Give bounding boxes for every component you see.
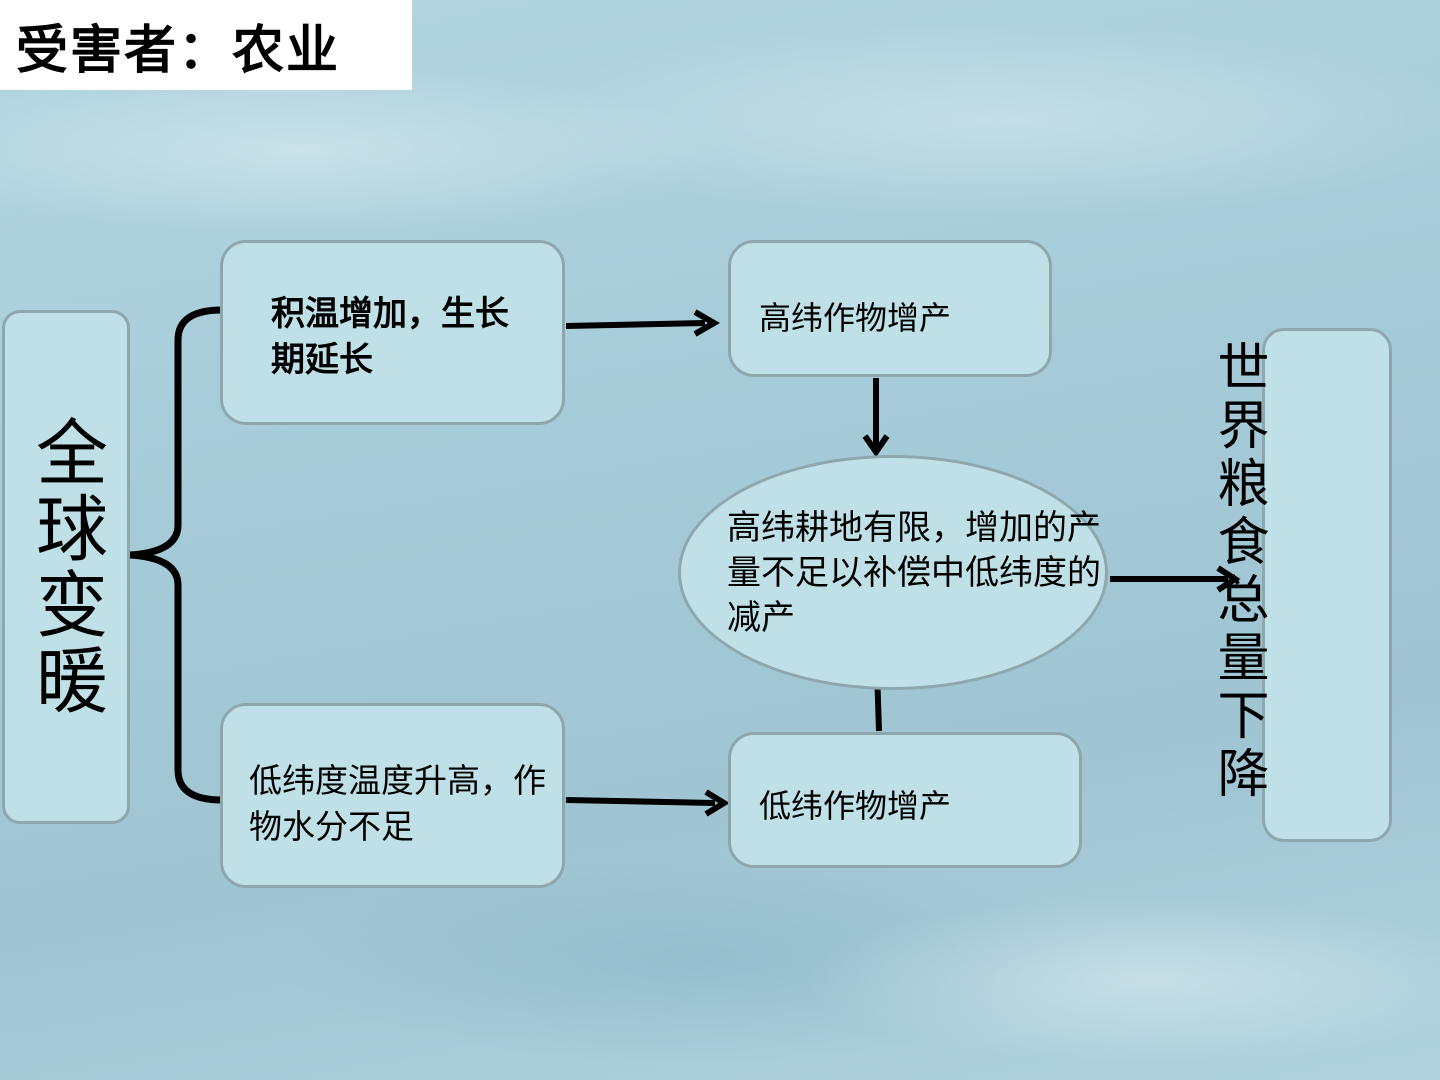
effect-low-text: 低纬度温度升高，作物水分不足 [249, 761, 546, 846]
result-text: 世界粮食总量下降 [1208, 340, 1268, 804]
result-node [1262, 328, 1392, 842]
center-node: 高纬耕地有限，增加的产量不足以补偿中低纬度的减产 [678, 455, 1108, 690]
effect-low-node: 低纬度温度升高，作物水分不足 [220, 703, 565, 888]
high-yield-text: 高纬作物增产 [759, 299, 952, 337]
arrowhead-center-result [1216, 565, 1241, 593]
brace [129, 306, 223, 804]
root-node-text: 全球变暖 [23, 415, 108, 719]
low-yield-node: 低纬作物增产 [728, 732, 1082, 868]
arrow-b1-to-b3 [565, 320, 706, 329]
title-box: 受害者：农业 [0, 0, 412, 90]
high-yield-node: 高纬作物增产 [728, 240, 1052, 377]
effect-high-text: 积温增加，生长期延长 [271, 294, 509, 380]
low-yield-text: 低纬作物增产 [759, 787, 952, 825]
slide-title: 受害者：农业 [16, 20, 341, 81]
arrowhead-b2-b4 [704, 789, 730, 817]
effect-high-node: 积温增加，生长期延长 [220, 240, 565, 425]
center-text: 高纬耕地有限，增加的产量不足以补偿中低纬度的减产 [727, 508, 1101, 638]
root-node: 全球变暖 [2, 310, 130, 824]
arrow-b2-to-b4 [565, 797, 716, 806]
arrowhead-b1-b3 [693, 309, 720, 337]
arrowhead-b3-center [862, 434, 890, 458]
